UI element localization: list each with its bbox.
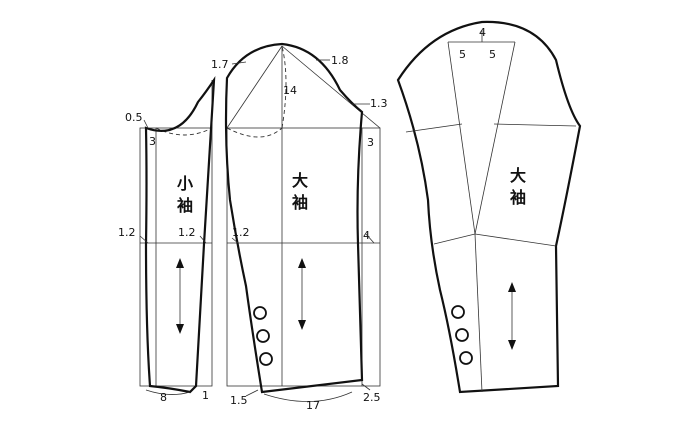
- button-1: [253, 306, 267, 320]
- elbow-line-front: [433, 233, 476, 245]
- measure-1-2-b: 1.2: [178, 226, 196, 239]
- leader-1-2-c: [231, 237, 239, 244]
- top-sleeve-outline: [224, 42, 364, 394]
- cap-diagonal-front: [226, 45, 283, 129]
- leader-2-5: [361, 383, 371, 391]
- measure-5-left: 5: [459, 48, 466, 61]
- top-sleeve-label-1: 大: [292, 171, 308, 190]
- measure-1-2-c: 1.2: [232, 226, 250, 239]
- measure-5-right: 5: [489, 48, 496, 61]
- front-cross-line: [405, 123, 463, 133]
- top-sleeve-dashed-curve-front: [226, 127, 283, 138]
- measure-17-arc: [263, 391, 353, 402]
- leader-4-side: [365, 233, 375, 244]
- measure-2-5: 2.5: [363, 391, 381, 404]
- measure-3-right: 3: [367, 136, 374, 149]
- final-sleeve-label-1: 大: [510, 166, 526, 185]
- final-center-line: [474, 233, 483, 393]
- measure-4-top: 4: [479, 26, 486, 39]
- final-button-3: [459, 351, 473, 365]
- final-grain-arrow-up: [508, 282, 516, 292]
- measure-3-left: 3: [149, 135, 156, 148]
- leader-1-7: [231, 61, 247, 65]
- under-sleeve-grain-arrow-up: [176, 258, 184, 268]
- measure-1-3: 1.3: [370, 97, 388, 110]
- top-sleeve-label-2: 袖: [292, 193, 308, 212]
- elbow-line-back: [474, 233, 557, 247]
- leader-1-2-b: [199, 235, 207, 244]
- under-sleeve-label-2: 袖: [177, 196, 193, 215]
- measure-1-8: 1.8: [331, 54, 349, 67]
- leader-1-5: [245, 389, 259, 397]
- button-3: [259, 352, 273, 366]
- button-2: [256, 329, 270, 343]
- final-sleeve-outline: [396, 20, 582, 394]
- leader-0-5: [143, 119, 149, 129]
- final-grain-arrow-down: [508, 340, 516, 350]
- measure-8: 8: [160, 391, 167, 404]
- final-button-2: [455, 328, 469, 342]
- under-sleeve-frame: [139, 127, 213, 387]
- under-sleeve-draft: 小 袖 0.5 3 1.2 1.2 8 1: [118, 75, 216, 404]
- measure-1-2-a: 1.2: [118, 226, 136, 239]
- measure-4-side: 4: [363, 229, 370, 242]
- cap-diagonal-back: [281, 45, 381, 129]
- top-sleeve-frame: [226, 127, 381, 387]
- back-cross-line: [493, 123, 577, 127]
- measure-17: 17: [306, 399, 320, 412]
- top-sleeve-grain-arrow-up: [298, 258, 306, 268]
- final-sleeve-label-2: 袖: [510, 188, 526, 207]
- top-sleeve-dashed-radius: [281, 45, 287, 129]
- measure-1: 1: [202, 389, 209, 402]
- measure-1-5: 1.5: [230, 394, 248, 407]
- leader-1-2-a: [139, 235, 149, 244]
- under-sleeve-label-1: 小: [177, 174, 193, 193]
- measure-0-5: 0.5: [125, 111, 143, 124]
- measure-14: 14: [283, 84, 297, 97]
- under-sleeve-dashed-curve: [155, 127, 213, 136]
- front-fold-line: [447, 41, 476, 235]
- top-sleeve-draft: 大 袖 1.7 1.8 14 1.3 3 1.2 4 1.5 17 2.5: [211, 42, 388, 412]
- measure-8-arc: [145, 389, 191, 395]
- final-button-1: [451, 305, 465, 319]
- under-sleeve-outline: [144, 75, 216, 394]
- under-sleeve-grain-arrow-down: [176, 324, 184, 334]
- measure-1-7: 1.7: [211, 58, 229, 71]
- final-sleeve-pattern: 大 袖 4 5 5: [396, 20, 582, 394]
- top-sleeve-grain-arrow-down: [298, 320, 306, 330]
- back-fold-line: [474, 41, 516, 235]
